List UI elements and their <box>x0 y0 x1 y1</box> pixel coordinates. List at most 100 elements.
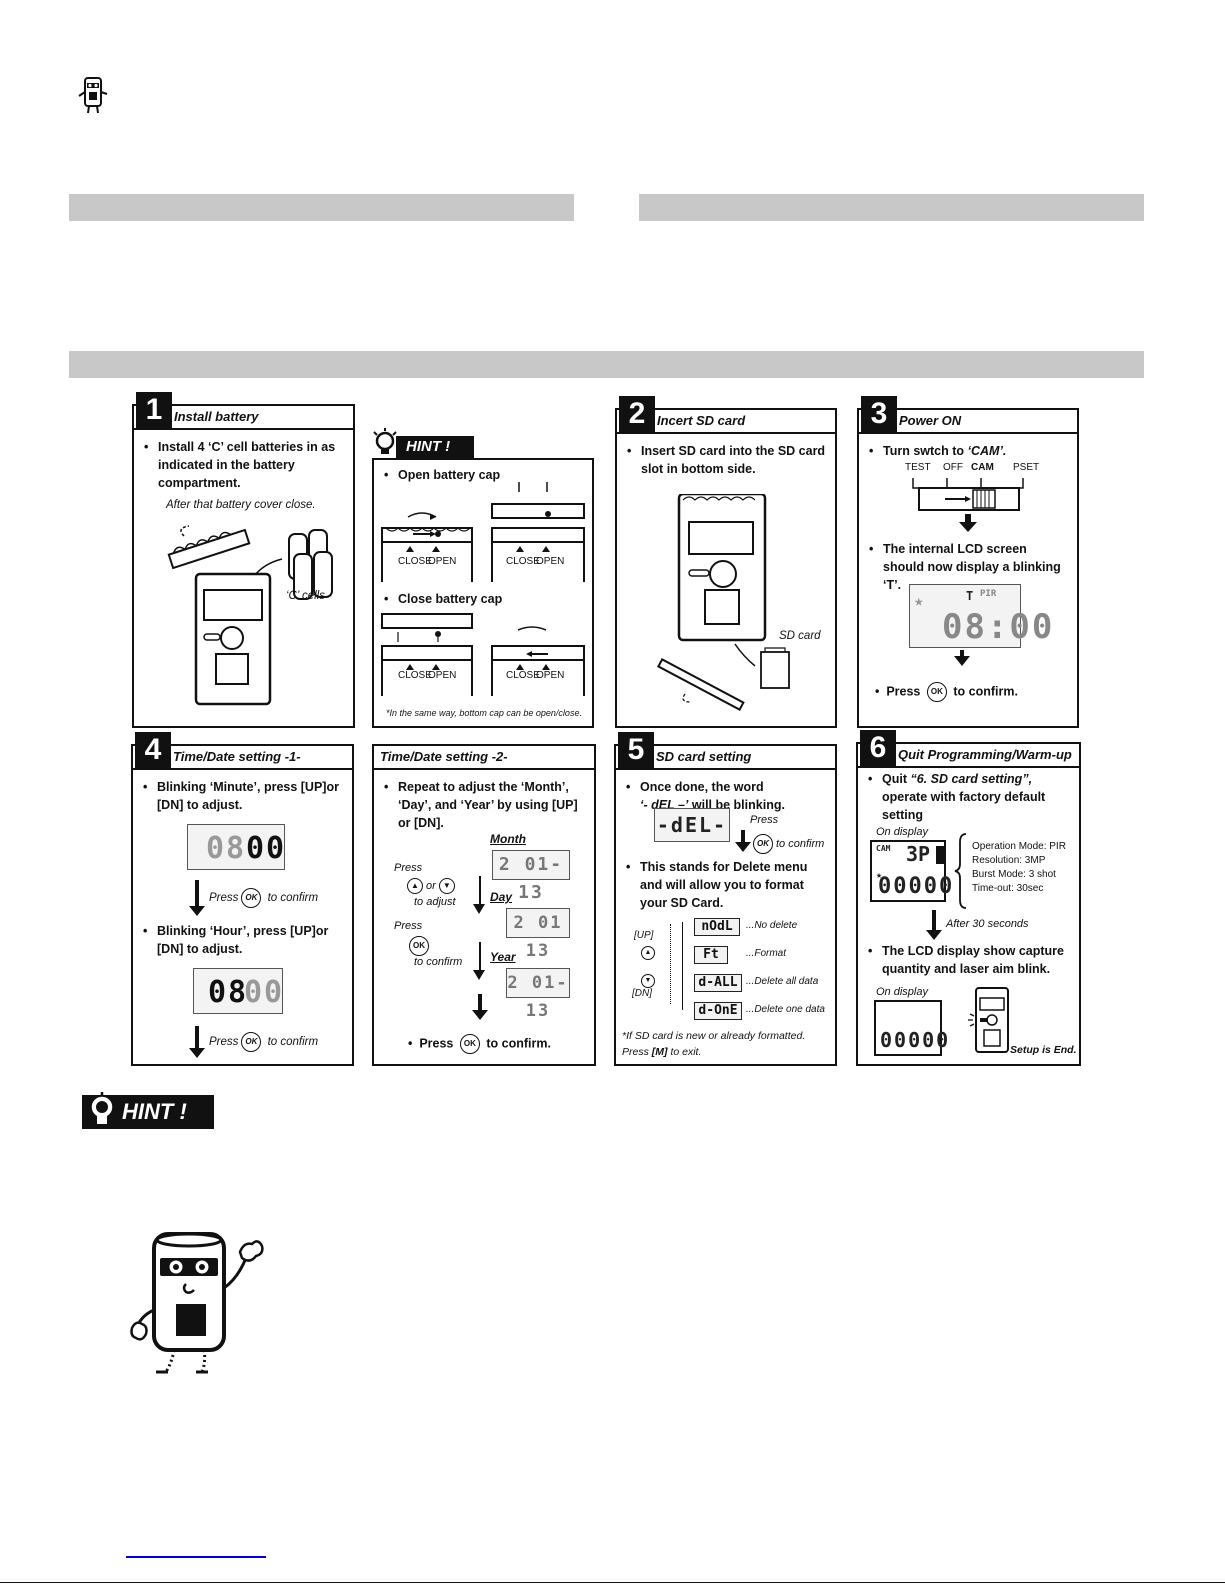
hint-close-label: Close battery cap <box>384 590 584 608</box>
step-text-2: The LCD display show capture quantity an… <box>868 942 1071 978</box>
step-number: 6 <box>860 730 896 766</box>
down-arrow-icon <box>954 650 970 666</box>
panel-sd-card-setting: SD card setting 5 Once done, the word‘- … <box>614 732 837 1066</box>
menu-code-delete-all: d-ALL <box>694 974 742 992</box>
close-label: CLOSE <box>398 556 432 567</box>
menu-scroll-line <box>670 924 673 1004</box>
lcd-minute-blink: 08 00 <box>187 824 285 870</box>
year-label: Year <box>490 950 516 964</box>
menu-desc-delete-all: ...Delete all data <box>746 976 819 987</box>
setting-resolution: Resolution: 3MP <box>972 855 1046 866</box>
lcd-pir: PIR <box>980 589 997 599</box>
cells-label: ‘C’ cells <box>286 590 325 602</box>
step-text: Blinking ‘Minute’, press [UP]or [DN] to … <box>143 778 344 814</box>
lightbulb-icon <box>373 428 397 454</box>
press-label: Press <box>750 814 779 826</box>
step-text: Repeat to adjust the ‘Month’, ‘Day’, and… <box>384 778 586 832</box>
step-text: Quit “6. SD card setting”,operate with f… <box>868 770 1071 824</box>
after-30-seconds: After 30 seconds <box>946 918 1029 930</box>
lcd-month: 2 01-13 <box>492 850 570 903</box>
section-bar-wide <box>69 351 1144 378</box>
ok-button-icon: OK <box>241 1032 262 1052</box>
section-bar-left <box>69 194 574 221</box>
panel-title: Incert SD card <box>657 413 746 428</box>
panel-title: Time/Date setting -2- <box>380 749 508 764</box>
setting-burst-mode: Burst Mode: 3 shot <box>972 869 1056 880</box>
hint-footnote: *In the same way, bottom cap can be open… <box>386 708 582 718</box>
lightbulb-icon <box>87 1092 117 1124</box>
open-label: OPEN <box>536 670 565 681</box>
setting-time-out: Time-out: 30sec <box>972 883 1044 894</box>
ok-button-icon: OK <box>926 682 947 702</box>
sd-label: SD card <box>779 630 821 642</box>
step-number: 2 <box>619 396 655 432</box>
step-text-2: This stands for Delete menu and will all… <box>626 858 827 912</box>
step-note: After that battery cover close. <box>166 499 316 511</box>
hint-battery-cap: Open battery cap CLOSE OPEN CLOSE OPEN C… <box>372 458 594 728</box>
step-text-2: Blinking ‘Hour’, press [UP]or [DN] to ad… <box>143 922 344 958</box>
up-button-icon: ▲ <box>638 944 658 962</box>
default-settings: Operation Mode: PIR Resolution: 3MP Burs… <box>972 840 1066 896</box>
menu-code-no-delete: nOdL <box>694 918 740 936</box>
section-bar-right <box>639 194 1144 221</box>
down-arrow-icon <box>189 880 205 920</box>
panel-title: SD card setting <box>656 749 752 764</box>
switch-label-test: TEST <box>905 462 931 473</box>
down-arrow-icon <box>473 876 488 916</box>
lcd-hour-blink: 08 00 <box>193 968 283 1014</box>
sd-card-illustration <box>657 494 790 711</box>
sd-footnote: *If SD card is new or already formatted.… <box>622 1030 806 1058</box>
panel-time-date-1: Time/Date setting -1- 4 Blinking ‘Minute… <box>131 732 354 1066</box>
down-arrow-icon <box>926 910 942 946</box>
up-label: [UP] <box>634 930 654 941</box>
lcd-day: 2 01 13 <box>506 908 570 961</box>
down-arrow-icon <box>473 942 488 982</box>
step-number: 5 <box>618 732 654 768</box>
step-number: 3 <box>861 396 897 432</box>
month-label: Month <box>490 832 526 846</box>
bottom-link[interactable] <box>126 1556 266 1558</box>
close-label: CLOSE <box>506 670 540 681</box>
close-label: CLOSE <box>506 556 540 567</box>
lcd-default-setting: CAM 3P ★ 00000 <box>870 840 952 902</box>
panel-title: Quit Programming/Warm-up <box>898 747 1072 762</box>
press-ok-confirm: • Press OK to confirm. <box>408 1034 551 1054</box>
menu-bracket <box>682 922 685 1010</box>
menu-code-format: Ft <box>694 946 728 964</box>
menu-desc-format: ...Format <box>746 948 787 959</box>
down-arrow-icon <box>189 1026 205 1062</box>
panel-title: Time/Date setting -1- <box>173 749 301 764</box>
step-text: Insert SD card into the SD card slot in … <box>627 442 827 478</box>
ok-button-icon: OK <box>753 834 773 854</box>
on-display-label: On display <box>876 826 928 838</box>
ok-button-icon: OK <box>406 936 432 956</box>
lcd-del: -dEL- <box>654 808 730 842</box>
camera-laser-icon <box>968 987 1009 1053</box>
open-cap-illustration <box>381 482 585 582</box>
brace-icon <box>954 833 967 909</box>
down-button-icon: ▼ <box>638 972 658 990</box>
step-text: Install 4 ‘C’ cell batteries in as indic… <box>144 438 345 492</box>
press-label: Press <box>394 920 423 932</box>
ok-button-icon: OK <box>459 1034 480 1054</box>
on-display-label: On display <box>876 986 928 998</box>
up-button-icon: ▲ <box>407 878 423 894</box>
mascot-small-icon <box>78 77 108 114</box>
panel-header: Time/Date setting -2- <box>372 744 596 770</box>
setting-operation-mode: Operation Mode: PIR <box>972 841 1066 852</box>
down-arrow-icon <box>472 994 488 1024</box>
step-number: 4 <box>135 732 171 768</box>
dn-label: [DN] <box>632 988 652 999</box>
lcd-capture-count: 00000 <box>874 1000 948 1056</box>
menu-code-delete-one: d-OnE <box>694 1002 742 1020</box>
open-label: OPEN <box>428 670 457 681</box>
panel-time-date-2: Time/Date setting -2- Repeat to adjust t… <box>372 744 596 1066</box>
menu-desc-delete-one: ...Delete one data <box>746 1004 825 1015</box>
to-confirm-label: to confirm <box>414 956 463 968</box>
setup-end: Setup is End. <box>1010 1044 1077 1056</box>
switch-label-cam: CAM <box>971 462 994 473</box>
close-label: CLOSE <box>398 670 432 681</box>
